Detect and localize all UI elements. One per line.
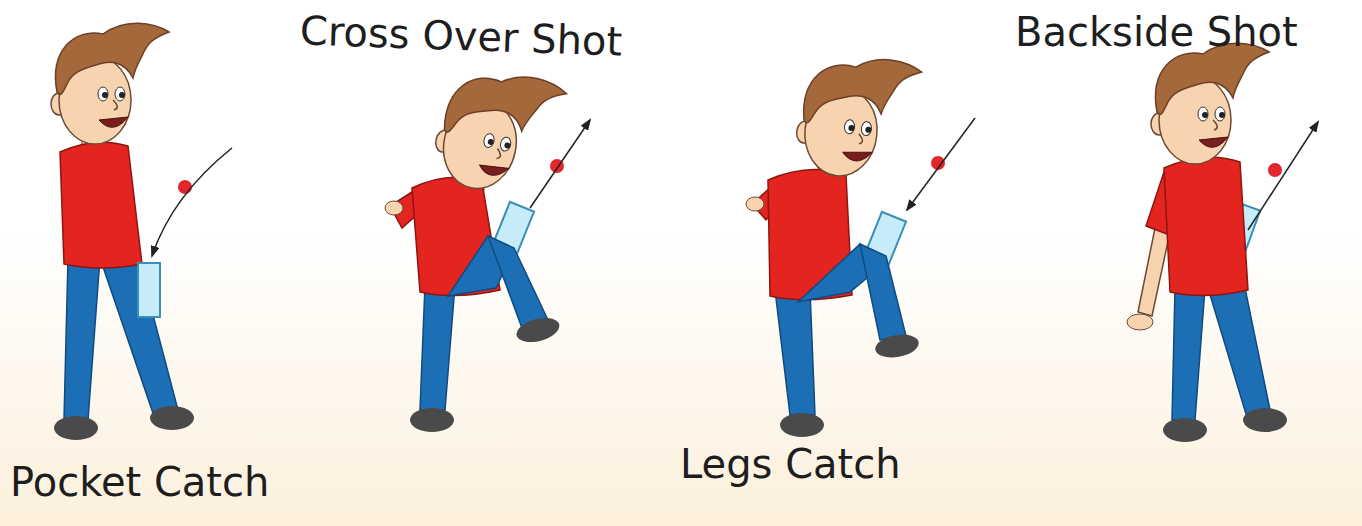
pose-label: Pocket Catch — [10, 458, 269, 506]
leg — [100, 258, 178, 416]
ball — [178, 180, 192, 194]
pose-label: Legs Catch — [680, 440, 901, 488]
leg — [488, 236, 548, 328]
leg — [420, 285, 455, 410]
trajectory-arrow — [530, 120, 590, 208]
leg — [775, 290, 815, 415]
shirt — [60, 142, 142, 268]
hand — [1127, 314, 1153, 330]
shoe — [780, 413, 824, 437]
trajectory-arrow — [907, 118, 975, 210]
head — [1151, 43, 1269, 164]
cross-over-figure — [385, 61, 590, 432]
leg — [64, 258, 100, 420]
trajectory-arrow — [152, 148, 232, 256]
shoe — [150, 406, 194, 430]
head — [51, 23, 169, 144]
shoe — [54, 416, 98, 440]
cup — [138, 263, 160, 317]
trajectory-arrow — [1248, 122, 1318, 230]
arm — [1138, 228, 1170, 316]
shoe — [410, 408, 454, 432]
pose-label: Cross Over Shot — [299, 6, 623, 65]
leg — [1208, 288, 1270, 414]
head — [793, 51, 923, 183]
legs-catch-figure — [746, 51, 975, 437]
backside-shot-figure — [1127, 43, 1318, 442]
hand — [385, 201, 403, 215]
shirt — [1164, 157, 1248, 295]
ball — [1268, 163, 1282, 177]
shoe — [873, 331, 920, 360]
leg — [860, 244, 906, 340]
leg — [1172, 288, 1205, 420]
shoe — [1243, 408, 1287, 432]
hand — [746, 197, 764, 211]
shoe — [1163, 418, 1207, 442]
shoe — [514, 314, 562, 347]
pocket-catch-figure — [51, 23, 232, 440]
pose-label: Backside Shot — [1015, 8, 1298, 56]
